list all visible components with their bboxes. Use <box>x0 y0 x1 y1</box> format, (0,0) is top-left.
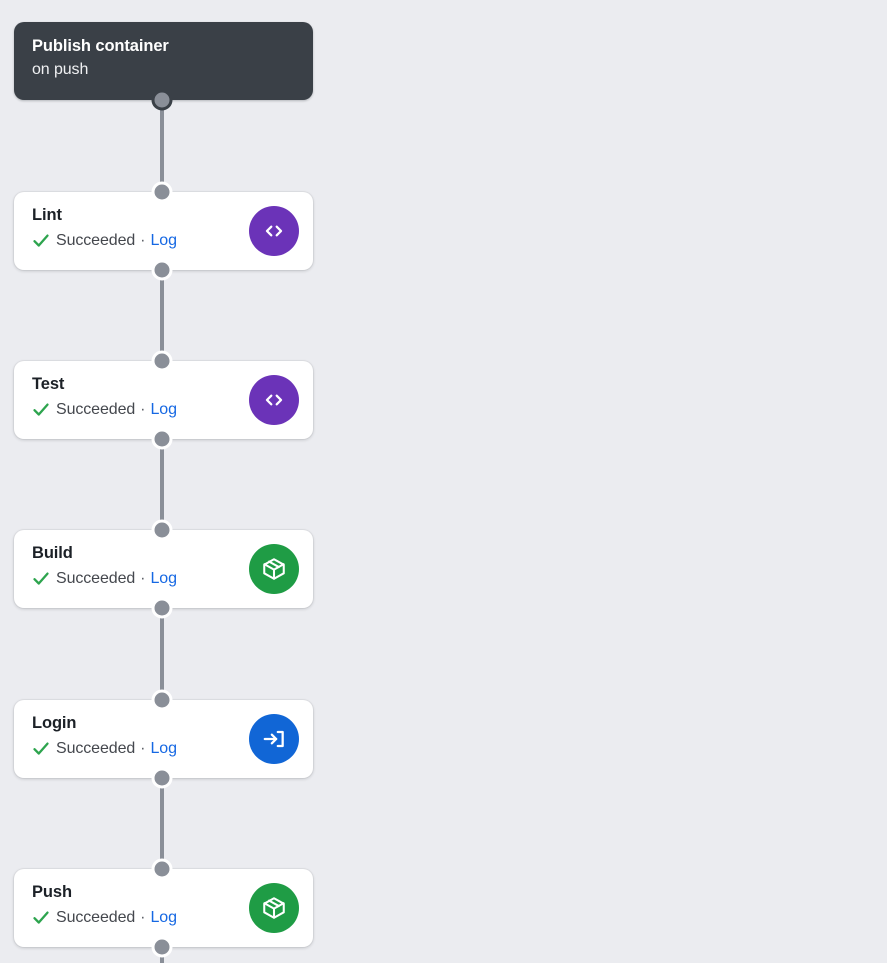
connector-line <box>160 608 164 700</box>
step-status-text: Succeeded <box>56 232 136 249</box>
step-status-text: Succeeded <box>56 740 136 757</box>
step-title: Build <box>32 544 73 562</box>
step-log-link[interactable]: Log <box>150 401 178 418</box>
step-log-link[interactable]: Log <box>150 909 178 926</box>
step-status-text: Succeeded <box>56 570 136 587</box>
connector-dot <box>151 689 173 711</box>
step-log-link[interactable]: Log <box>150 570 178 587</box>
sign-in-icon <box>249 714 299 764</box>
connector-dot <box>151 936 173 958</box>
step-title: Test <box>32 375 65 393</box>
connector-line <box>160 270 164 361</box>
code-icon <box>249 375 299 425</box>
check-icon <box>32 740 50 757</box>
step-log-link[interactable]: Log <box>150 232 178 249</box>
status-separator: · <box>140 740 146 757</box>
status-separator: · <box>140 232 146 249</box>
connector-dot <box>151 519 173 541</box>
trigger-title: Publish container <box>32 37 169 55</box>
connector-dot <box>151 428 173 450</box>
check-icon <box>32 232 50 249</box>
connector-line <box>160 439 164 530</box>
connector-dot <box>151 350 173 372</box>
connector-dot <box>151 597 173 619</box>
step-log-link[interactable]: Log <box>150 740 178 757</box>
connector-dot <box>151 181 173 203</box>
connector-line <box>160 778 164 869</box>
step-status-row: Succeeded·Log <box>32 567 177 590</box>
step-status-row: Succeeded·Log <box>32 398 177 421</box>
check-icon <box>32 401 50 418</box>
code-icon <box>249 206 299 256</box>
trigger-subtitle: on push <box>32 61 89 78</box>
step-status-row: Succeeded·Log <box>32 229 177 252</box>
connector-dot <box>151 767 173 789</box>
step-status-row: Succeeded·Log <box>32 906 177 929</box>
check-icon <box>32 909 50 926</box>
status-separator: · <box>140 401 146 418</box>
trigger-node[interactable]: Publish container on push <box>14 22 313 100</box>
connector-line <box>160 100 164 192</box>
status-separator: · <box>140 570 146 587</box>
package-icon <box>249 544 299 594</box>
step-title: Push <box>32 883 72 901</box>
step-title: Login <box>32 714 77 732</box>
step-status-row: Succeeded·Log <box>32 737 177 760</box>
package-icon <box>249 883 299 933</box>
connector-dot <box>151 858 173 880</box>
connector-dot <box>151 259 173 281</box>
step-title: Lint <box>32 206 62 224</box>
step-status-text: Succeeded <box>56 909 136 926</box>
status-separator: · <box>140 909 146 926</box>
step-status-text: Succeeded <box>56 401 136 418</box>
check-icon <box>32 570 50 587</box>
connector-dot <box>151 89 173 111</box>
